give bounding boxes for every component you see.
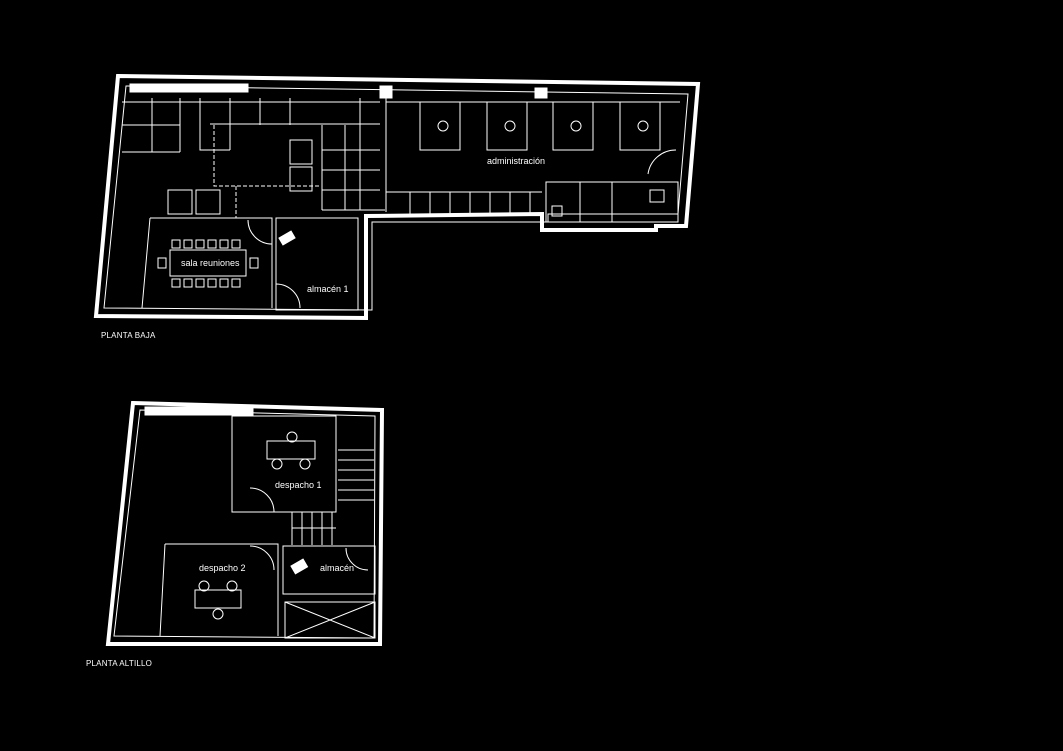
meeting-room bbox=[141, 139, 313, 309]
stairs bbox=[291, 449, 374, 545]
plan-title-planta-altillo: PLANTA ALTILLO bbox=[86, 659, 153, 668]
office-2 bbox=[159, 543, 279, 637]
chairs bbox=[157, 239, 259, 288]
room-label-despacho-1: despacho 1 bbox=[275, 480, 322, 490]
room-label-administracion: administración bbox=[487, 156, 546, 166]
plan-title-planta-baja: PLANTA BAJA bbox=[101, 331, 156, 340]
storage-room-1 bbox=[275, 217, 359, 311]
upper-floor-walls bbox=[105, 400, 385, 646]
office-1 bbox=[231, 415, 337, 513]
room-label-almacen-1: almacén 1 bbox=[307, 284, 349, 294]
storage-room bbox=[282, 545, 376, 639]
administration-area bbox=[385, 90, 680, 223]
room-label-despacho-2: despacho 2 bbox=[199, 563, 246, 573]
room-label-sala-reuniones: sala reuniones bbox=[181, 258, 240, 268]
room-label-almacen: almacén bbox=[320, 563, 355, 573]
ground-floor-walls bbox=[93, 73, 701, 321]
storage-shelving bbox=[122, 98, 385, 219]
